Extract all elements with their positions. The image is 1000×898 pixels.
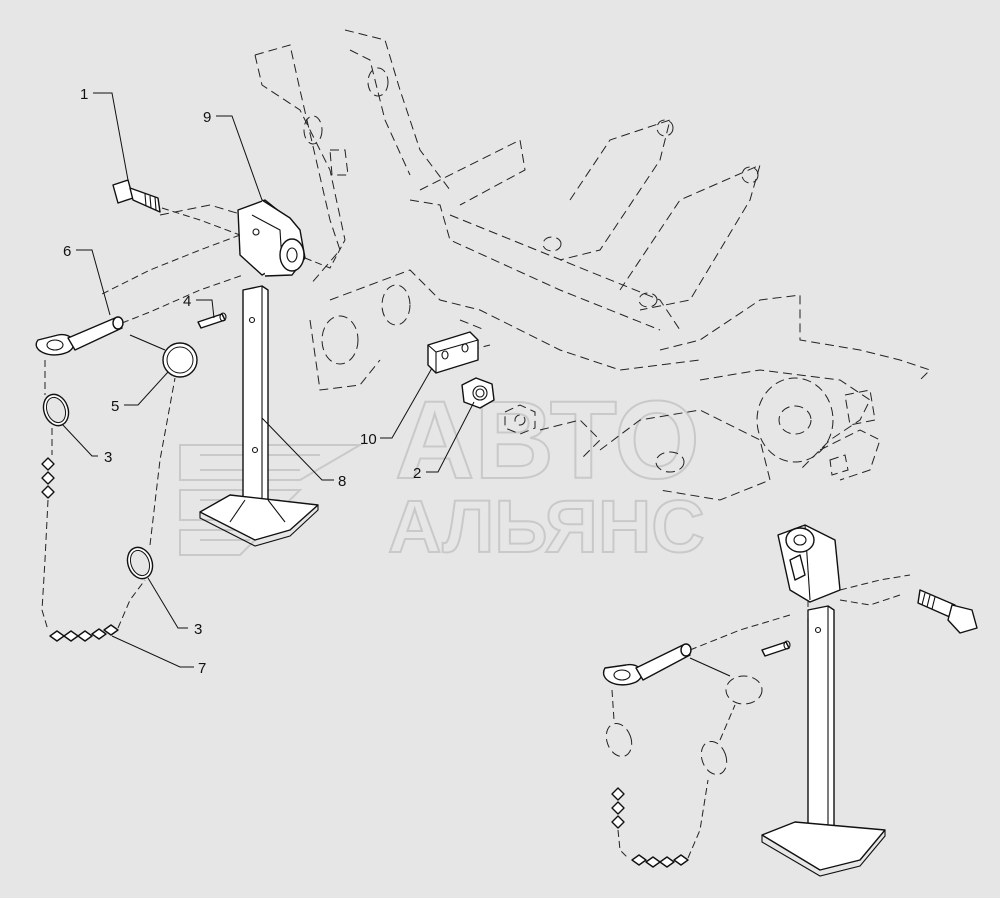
stand-leg-left [199, 285, 319, 547]
ring-lower-right [700, 741, 728, 775]
r-clip-right [689, 657, 763, 705]
watermark-line1: АВТО [395, 379, 700, 502]
callout-8: 8 [338, 473, 346, 490]
callout-3-lower: 3 [194, 621, 202, 638]
watermark-line2: АЛЬЯНС [388, 485, 705, 568]
callout-2: 2 [413, 465, 421, 482]
leader-6 [76, 249, 111, 316]
leader-4 [196, 299, 215, 319]
leader-lines [61, 92, 475, 668]
leader-5 [124, 371, 169, 406]
ring-lower-left [126, 546, 154, 580]
leader-10 [380, 367, 433, 439]
callout-10: 10 [360, 431, 377, 448]
chain-right [611, 689, 736, 868]
leader-2 [426, 401, 475, 473]
leader-8 [261, 417, 334, 481]
callout-3-upper: 3 [104, 449, 112, 466]
leader-3b [147, 577, 188, 629]
bolt-right [917, 589, 978, 634]
roll-pin-right [761, 640, 791, 657]
ring-upper-right [605, 723, 633, 757]
leader-7 [111, 635, 194, 668]
watermark-logo: АВТО АЛЬЯНС [179, 378, 706, 569]
bracket-block-right [777, 524, 911, 606]
nut-ghost [504, 404, 536, 435]
callout-labels: 1 9 6 4 5 3 10 2 8 3 7 [63, 86, 421, 677]
callout-5: 5 [111, 398, 119, 415]
leader-3a [61, 423, 98, 457]
leader-1 [93, 92, 129, 181]
bracket-block [99, 199, 346, 296]
leader-9 [216, 115, 263, 201]
plate [427, 331, 479, 374]
clevis-pin-left [35, 274, 244, 356]
callout-1: 1 [80, 86, 88, 103]
callout-7: 7 [198, 660, 206, 677]
bolt-left [112, 179, 241, 236]
callout-4: 4 [183, 293, 191, 310]
chain-left [41, 360, 176, 642]
clevis-pin-right [602, 614, 791, 686]
callout-6: 6 [63, 243, 71, 260]
nut [461, 377, 495, 409]
stand-leg-right [761, 600, 886, 877]
ring-upper-left [42, 393, 70, 427]
r-clip-left [129, 334, 198, 378]
roll-pin-left [197, 312, 227, 329]
callout-9: 9 [203, 109, 211, 126]
